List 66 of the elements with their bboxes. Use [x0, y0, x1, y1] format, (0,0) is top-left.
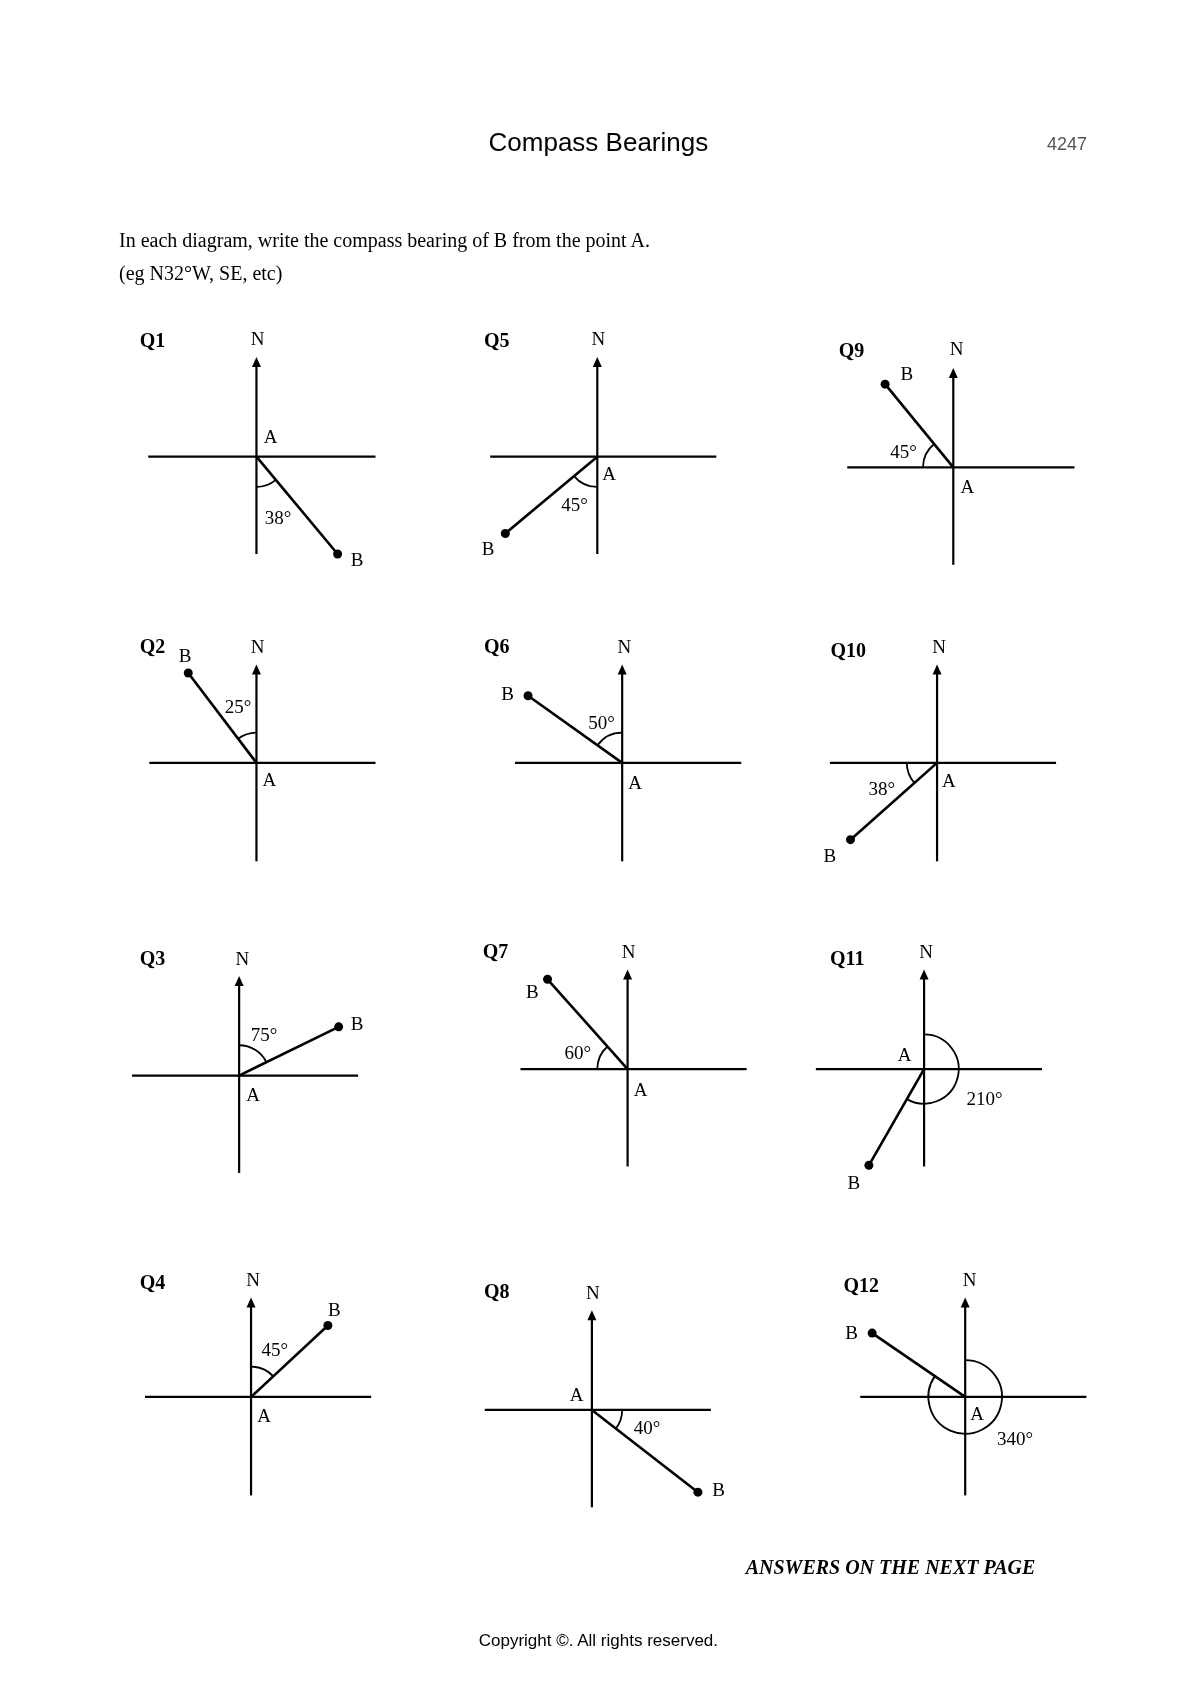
point-label: A [897, 1044, 912, 1064]
instruction-text: In each diagram, write the compass bearing of B from the point A. [119, 230, 650, 251]
point-label: B [847, 1172, 861, 1192]
point-label: B [350, 549, 364, 569]
point-label: A [970, 1403, 984, 1423]
angle-label: 340° [996, 1428, 1033, 1448]
point-label: A [960, 476, 975, 496]
point-label: B [900, 363, 914, 383]
question-number: Q4 [139, 1272, 166, 1293]
angle-label: 45° [261, 1339, 289, 1359]
question-number: Q10 [830, 640, 867, 661]
point-label: A [262, 769, 277, 789]
north-label: N [962, 1269, 977, 1289]
question-number: Q12 [843, 1275, 880, 1296]
angle-label: 40° [633, 1417, 661, 1437]
question-number: Q8 [483, 1280, 510, 1301]
angle-label: 38° [264, 507, 292, 527]
north-label: N [919, 941, 934, 961]
point-label: A [569, 1384, 584, 1404]
point-label: B [328, 1299, 341, 1319]
point-label: B [350, 1013, 364, 1033]
question-number: Q1 [139, 329, 166, 350]
point-label: B [845, 1322, 858, 1342]
angle-label: 75° [250, 1024, 278, 1044]
copyright-notice: Copyright ©. All rights reserved. [478, 1631, 718, 1649]
point-label: B [823, 845, 837, 865]
north-label: N [250, 328, 265, 348]
question-number: Q11 [830, 947, 865, 968]
question-number: Q6 [483, 636, 510, 656]
north-label: N [235, 948, 250, 968]
point-label: A [942, 770, 956, 790]
north-label: N [586, 1282, 600, 1302]
angle-label: 50° [588, 712, 615, 732]
angle-label: 45° [890, 441, 917, 461]
angle-label: 38° [868, 778, 896, 798]
page-title: Compass Bearings [488, 128, 709, 155]
north-label: N [949, 338, 964, 358]
angle-label: 60° [564, 1042, 592, 1062]
instruction-text: (eg N32°W, SE, etc) [119, 262, 283, 283]
point-label: A [633, 1079, 648, 1099]
question-number: Q7 [482, 941, 509, 962]
point-label: B [526, 981, 539, 1001]
north-label: N [246, 1269, 261, 1289]
question-number: Q3 [139, 947, 166, 968]
question-number: Q9 [838, 339, 865, 360]
angle-label: 25° [224, 696, 252, 715]
north-label: N [591, 328, 606, 348]
north-label: N [250, 636, 265, 656]
point-label: B [712, 1479, 725, 1499]
question-number: Q2 [139, 636, 166, 656]
angle-label: 45° [561, 494, 588, 514]
north-label: N [621, 941, 636, 961]
point-label: A [246, 1084, 261, 1104]
north-label: N [617, 636, 632, 656]
angle-label: 210° [966, 1088, 1003, 1108]
point-label: B [178, 645, 192, 665]
question-number: Q5 [483, 329, 510, 350]
point-label: B [481, 538, 495, 557]
north-label: N [932, 636, 947, 656]
point-label: A [602, 463, 617, 483]
worksheet-number: 4247 [1046, 134, 1087, 153]
point-label: A [263, 426, 278, 446]
point-label: A [628, 772, 642, 792]
point-label: A [257, 1405, 271, 1425]
point-label: B [501, 683, 514, 702]
answers-note: ANSWERS ON THE NEXT PAGE [745, 1556, 1036, 1577]
